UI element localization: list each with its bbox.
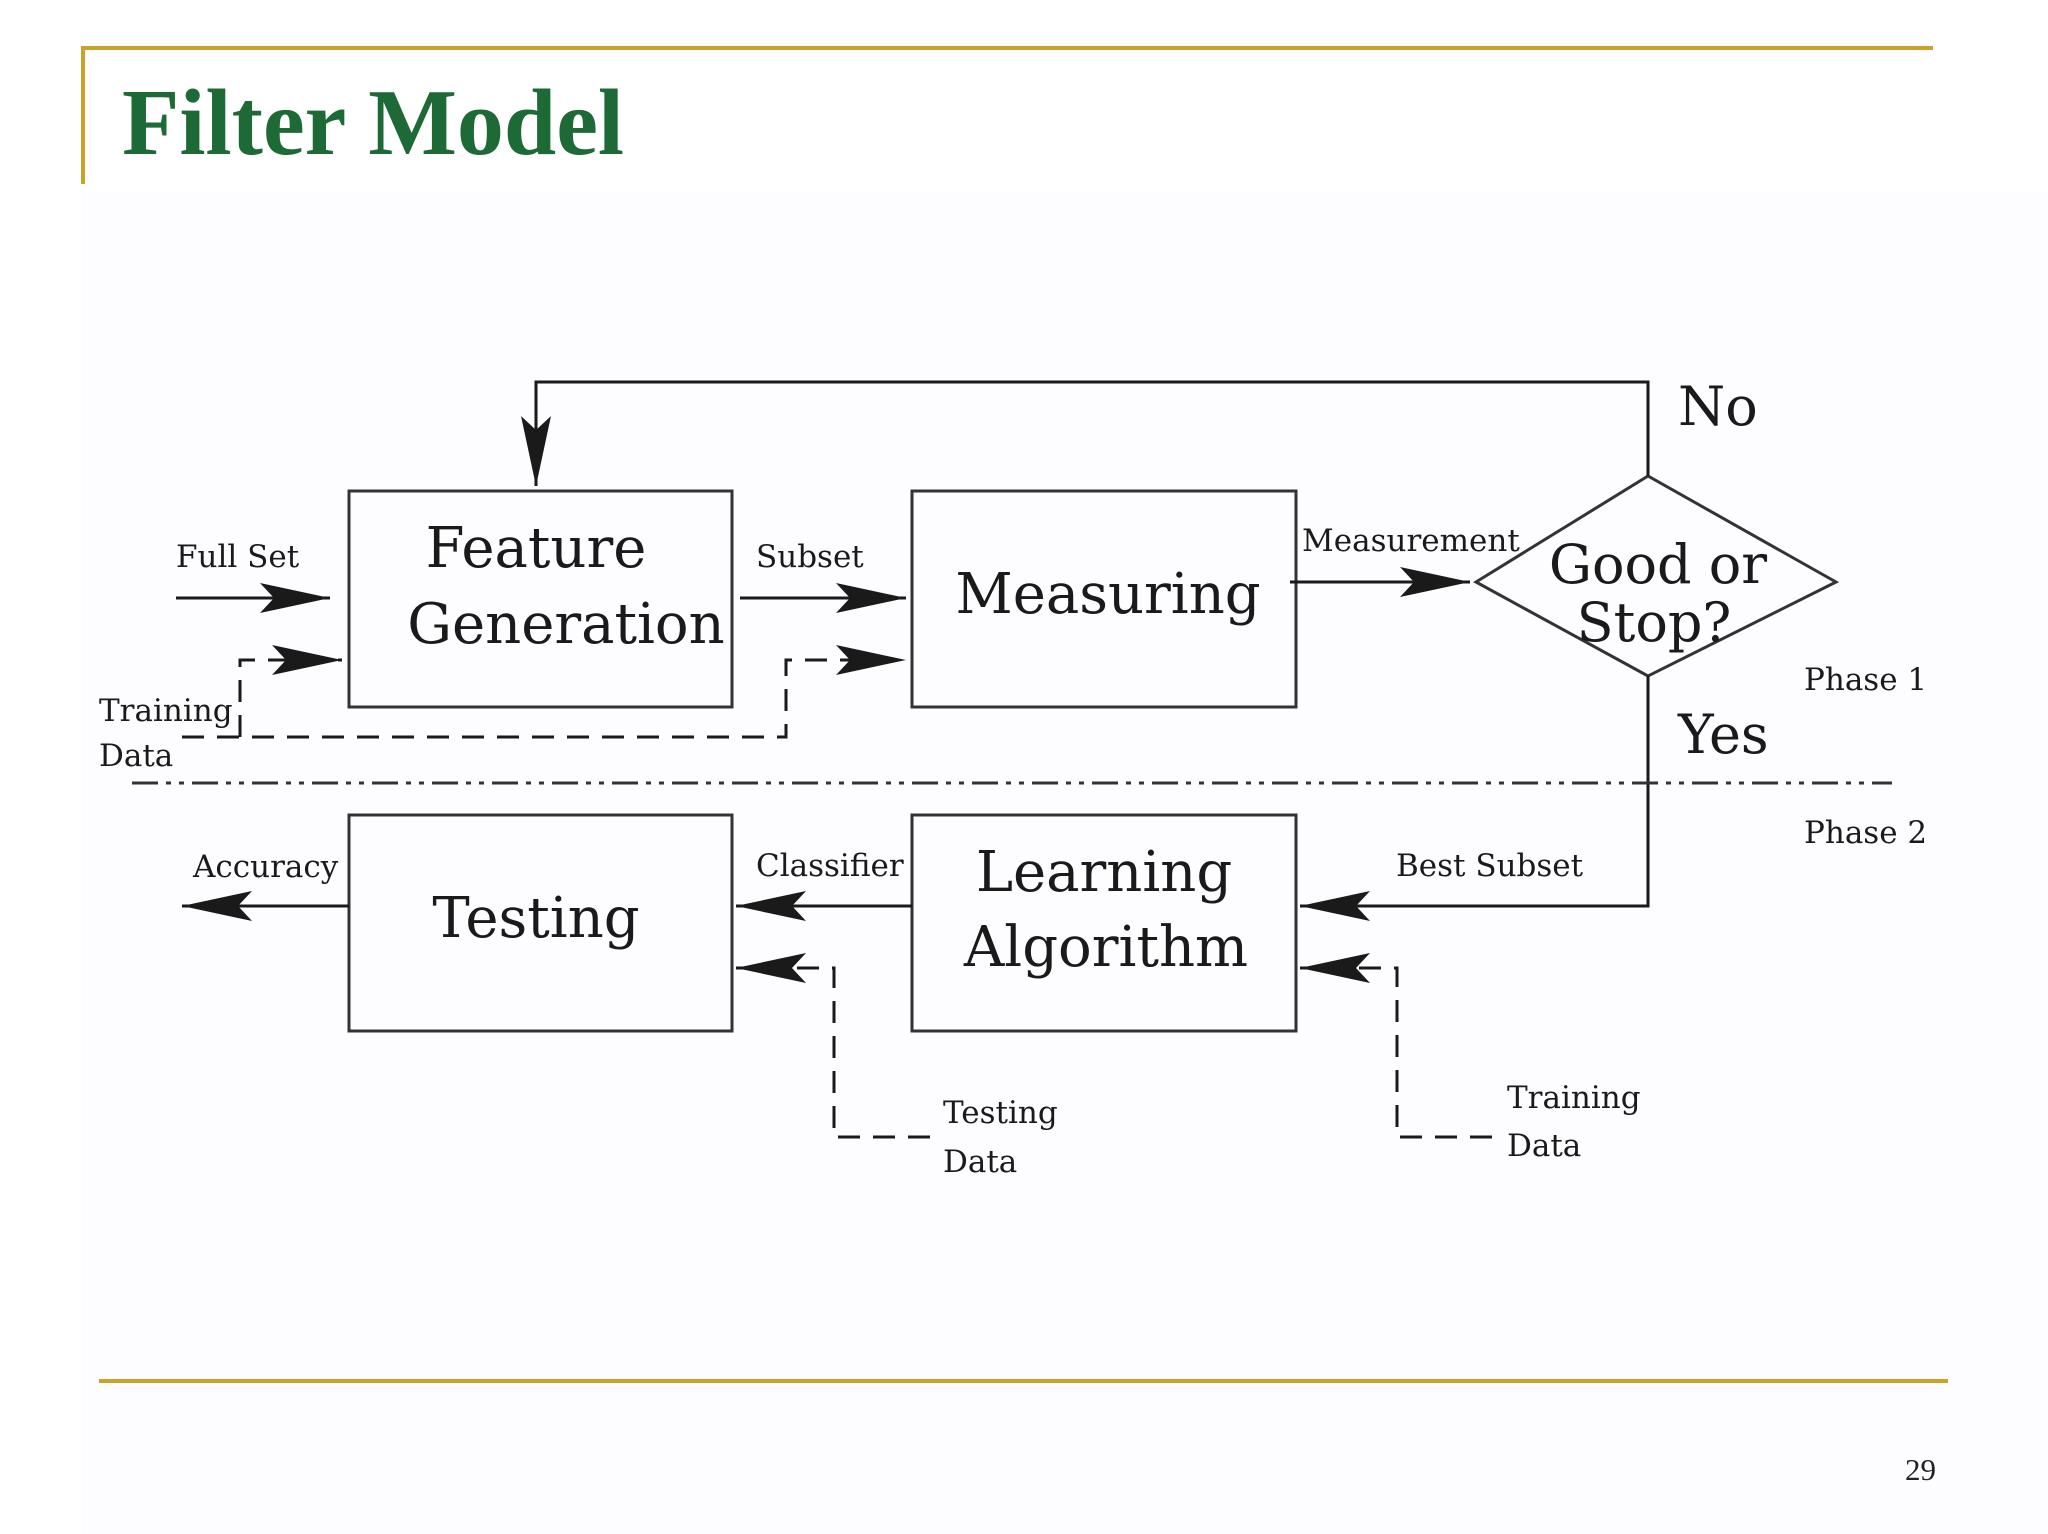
phase-1-label: Phase 1 xyxy=(1804,662,1927,698)
measuring-label: Measuring xyxy=(955,562,1260,627)
slide-title: Filter Model xyxy=(122,71,625,175)
feature-generation-label-line1: Feature xyxy=(426,516,647,581)
phase-2-label: Phase 2 xyxy=(1804,815,1927,851)
title-rule-top xyxy=(81,46,1933,50)
training-data-bottom-label-line1: Training xyxy=(1507,1080,1641,1116)
testing-data-label-line2: Data xyxy=(943,1144,1017,1180)
accuracy-label: Accuracy xyxy=(192,849,339,885)
training-data-line-bottom xyxy=(1300,953,1492,1139)
best-subset-label: Best Subset xyxy=(1396,848,1584,884)
testing-data-line xyxy=(736,953,930,1139)
training-data-top-label-line1: Training xyxy=(99,693,233,729)
decision-label-line1: Good or xyxy=(1549,533,1767,596)
best-subset-line xyxy=(1300,676,1650,921)
title-rule-left xyxy=(81,46,85,184)
testing-data-label-line1: Testing xyxy=(943,1095,1058,1131)
training-data-bottom-label-line2: Data xyxy=(1507,1128,1581,1164)
feature-generation-label-line2: Generation xyxy=(407,592,724,657)
diagram-area xyxy=(81,192,2048,1534)
testing-box xyxy=(347,813,734,1033)
training-data-top-label-line2: Data xyxy=(99,738,173,774)
no-label: No xyxy=(1678,375,1758,438)
yes-label: Yes xyxy=(1677,703,1769,766)
subset-label: Subset xyxy=(756,539,864,575)
page-number: 29 xyxy=(1905,1452,1936,1487)
feature-generation-box xyxy=(347,489,734,709)
testing-label: Testing xyxy=(432,886,639,951)
training-data-line-top xyxy=(182,645,906,739)
measurement-label: Measurement xyxy=(1302,523,1520,559)
classifier-label: Classifier xyxy=(756,848,904,884)
full-set-label: Full Set xyxy=(176,539,300,575)
measuring-box xyxy=(910,489,1298,709)
learning-algorithm-box xyxy=(910,813,1298,1033)
decision-label-line2: Stop? xyxy=(1577,591,1732,654)
algorithm-label-line2: Algorithm xyxy=(963,915,1248,980)
footer-rule xyxy=(99,1379,1948,1383)
training-data-branch-line xyxy=(238,645,342,737)
learning-label-line1: Learning xyxy=(976,840,1232,905)
no-loop-line xyxy=(521,380,1650,486)
